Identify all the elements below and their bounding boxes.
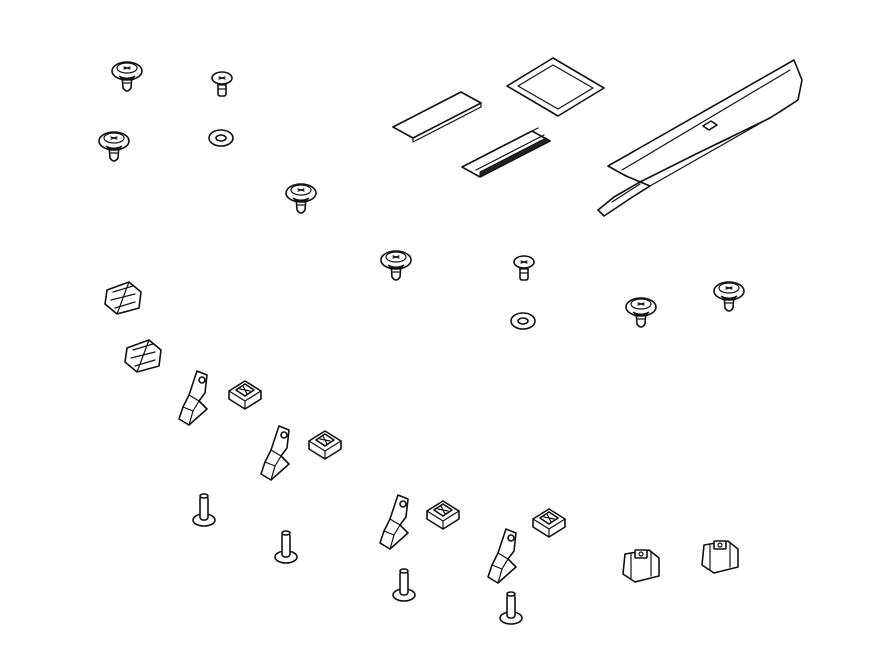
retainer-clip-1 (104, 281, 142, 315)
bracket-3 (379, 494, 409, 550)
nut-3 (426, 500, 460, 530)
retainer-clip-2 (124, 339, 162, 373)
nut-1 (228, 380, 262, 410)
push-clip-5 (625, 297, 657, 328)
screw-1 (211, 71, 233, 97)
washer-2 (510, 312, 536, 330)
push-clip-1 (111, 61, 143, 92)
bracket-4 (487, 528, 517, 584)
bolt-4 (499, 591, 523, 625)
side-bracket-1 (622, 549, 660, 583)
side-bracket-2 (701, 540, 739, 574)
washer-1 (208, 129, 234, 147)
bolt-1 (192, 493, 216, 527)
screw-2 (513, 255, 535, 281)
pad-2 (506, 57, 605, 117)
bracket-2 (260, 425, 290, 481)
push-clip-4 (380, 250, 412, 281)
nut-2 (308, 430, 342, 460)
push-clip-6 (713, 281, 745, 312)
bracket-1 (178, 370, 208, 426)
push-clip-3 (285, 183, 317, 214)
pad-1 (392, 91, 482, 143)
bolt-2 (274, 530, 298, 564)
undercover-panel (597, 59, 803, 217)
nut-4 (532, 508, 566, 538)
pad-3 (461, 127, 551, 178)
push-clip-2 (98, 131, 130, 162)
bolt-3 (392, 568, 416, 602)
